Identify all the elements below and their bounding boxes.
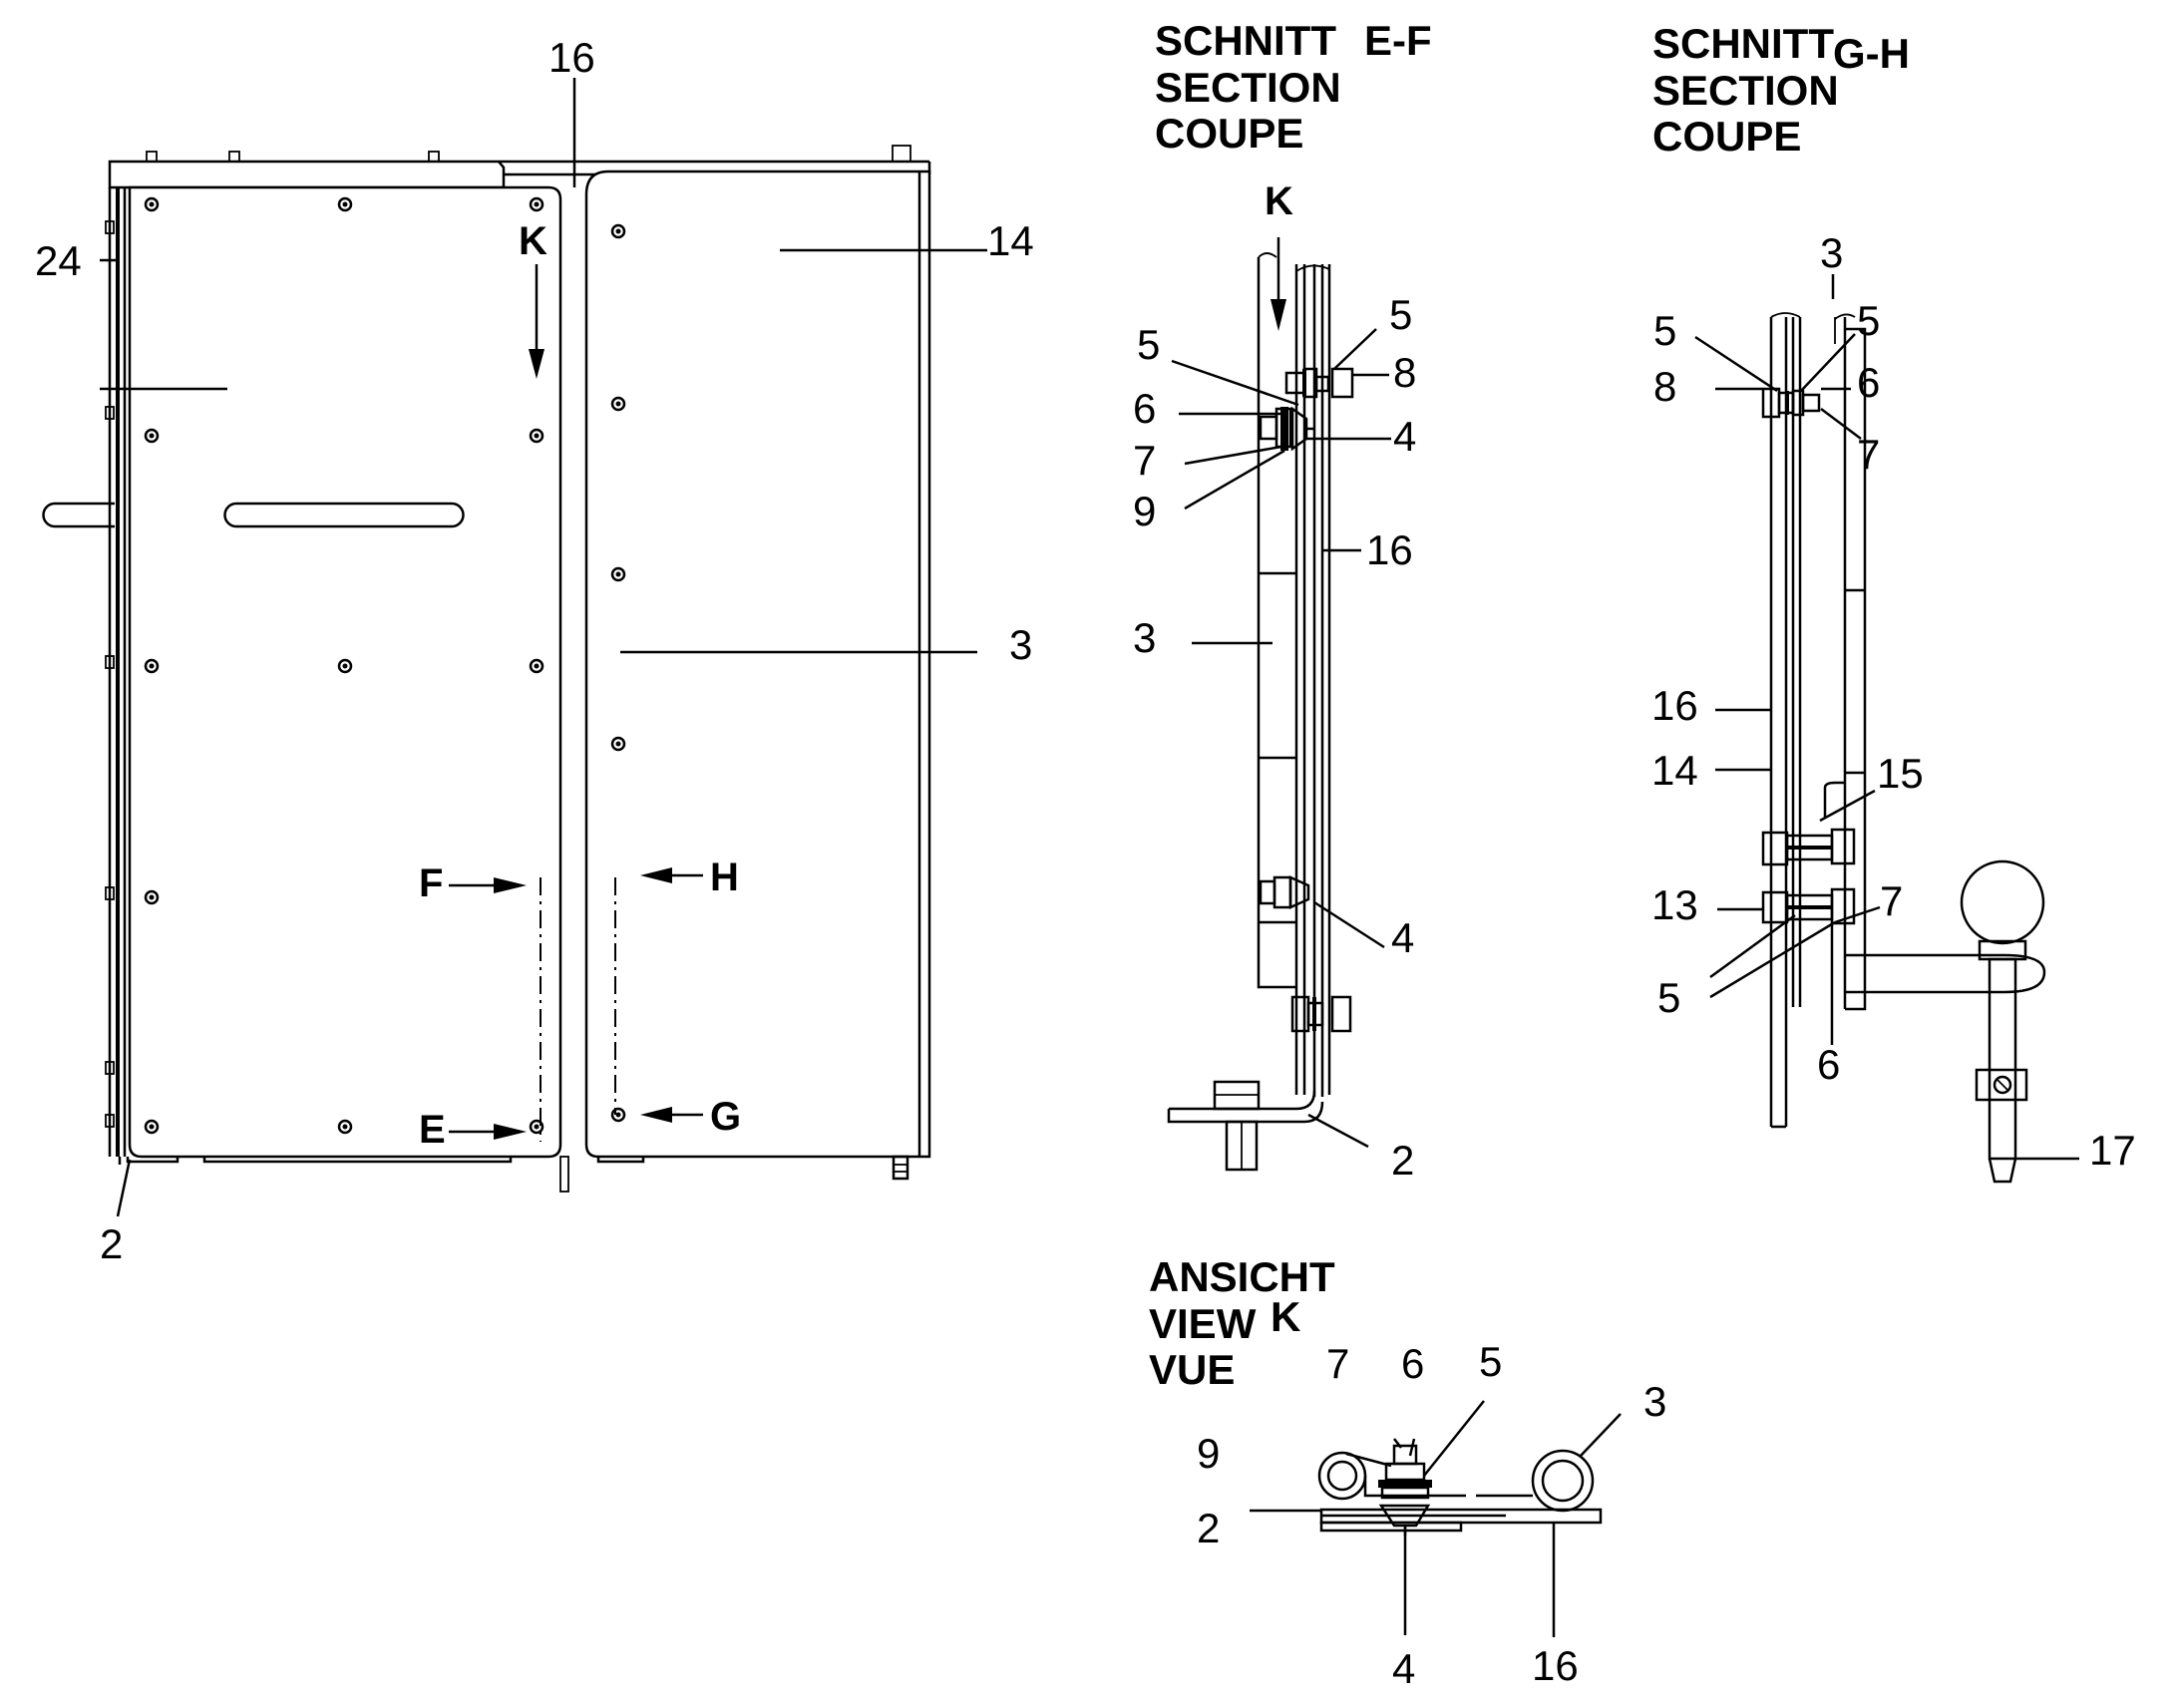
heading-ef-line3: COUPE bbox=[1155, 110, 1303, 157]
heading-k-tag: K bbox=[1271, 1293, 1300, 1340]
ef-callout-5-right: 5 bbox=[1389, 291, 1412, 338]
view-k: ANSICHT VIEW VUE K 7 6 5 bbox=[1149, 1253, 1666, 1692]
heading-ef-line1: SCHNITT bbox=[1155, 17, 1336, 64]
callout-2: 2 bbox=[100, 1220, 123, 1267]
gh-callout-3: 3 bbox=[1820, 229, 1843, 276]
k-callout-9: 9 bbox=[1197, 1430, 1220, 1477]
k-callout-7: 7 bbox=[1326, 1340, 1349, 1387]
k-callout-4: 4 bbox=[1392, 1645, 1415, 1692]
heading-gh-line3: COUPE bbox=[1652, 113, 1801, 160]
bolt-dots bbox=[144, 196, 626, 1135]
heading-k-line3: VUE bbox=[1149, 1346, 1235, 1393]
pin bbox=[1988, 957, 2017, 1161]
callout-14: 14 bbox=[987, 217, 1034, 264]
ef-callout-4-top: 4 bbox=[1393, 413, 1416, 460]
gh-callout-15: 15 bbox=[1877, 750, 1924, 797]
right-door-panel bbox=[584, 170, 931, 1159]
heading-k-line1: ANSICHT bbox=[1149, 1253, 1335, 1300]
gh-callout-6-top: 6 bbox=[1857, 359, 1880, 406]
heading-gh-line1: SCHNITT bbox=[1652, 20, 1834, 67]
main-view: 16 24 14 3 2 K F E H G bbox=[35, 34, 1034, 1267]
gh-callout-7-bottom: 7 bbox=[1880, 877, 1903, 924]
gh-callout-5-left: 5 bbox=[1653, 307, 1676, 354]
gh-callout-7-top: 7 bbox=[1857, 431, 1880, 478]
heading-gh-tag: G-H bbox=[1833, 30, 1910, 77]
k-callout-16: 16 bbox=[1532, 1642, 1579, 1689]
marker-f: F bbox=[419, 861, 443, 905]
marker-k: K bbox=[519, 219, 547, 263]
knob bbox=[1960, 859, 2045, 945]
k-callout-6: 6 bbox=[1401, 1340, 1424, 1387]
callout-24: 24 bbox=[35, 237, 82, 284]
k-callout-5: 5 bbox=[1479, 1338, 1502, 1385]
marker-e: E bbox=[419, 1108, 446, 1152]
ef-callout-2: 2 bbox=[1391, 1137, 1414, 1184]
door-handle bbox=[42, 502, 115, 528]
ef-callout-16: 16 bbox=[1366, 526, 1413, 573]
slot bbox=[223, 502, 465, 528]
ef-callout-4-bottom: 4 bbox=[1391, 914, 1414, 961]
section-gh: SCHNITT SECTION COUPE G-H bbox=[1651, 20, 2136, 1184]
ef-view-marker-k: K bbox=[1265, 179, 1293, 223]
ef-callout-9: 9 bbox=[1133, 488, 1156, 534]
gh-callout-16: 16 bbox=[1651, 682, 1698, 729]
marker-g: G bbox=[710, 1095, 741, 1139]
callout-3: 3 bbox=[1009, 621, 1032, 668]
heading-ef-tag: E-F bbox=[1364, 17, 1432, 64]
heading-gh-line2: SECTION bbox=[1652, 67, 1839, 114]
gh-callout-8: 8 bbox=[1653, 363, 1676, 410]
gh-callout-13: 13 bbox=[1651, 881, 1698, 928]
gh-callout-5-right: 5 bbox=[1857, 297, 1880, 344]
gh-callout-17: 17 bbox=[2089, 1127, 2136, 1174]
ef-callout-6: 6 bbox=[1133, 385, 1156, 432]
k-callout-2: 2 bbox=[1197, 1505, 1220, 1551]
k-callout-3: 3 bbox=[1643, 1378, 1666, 1425]
gh-callout-6-bottom: 6 bbox=[1817, 1041, 1840, 1088]
section-ef: SCHNITT SECTION COUPE E-F K bbox=[1133, 17, 1432, 1184]
gh-callout-14: 14 bbox=[1651, 747, 1698, 794]
ef-callout-7: 7 bbox=[1133, 437, 1156, 484]
ef-callout-3: 3 bbox=[1133, 614, 1156, 661]
top-rail bbox=[108, 160, 506, 189]
marker-h: H bbox=[710, 855, 739, 899]
ef-callout-5-left: 5 bbox=[1137, 321, 1160, 368]
heading-k-line2: VIEW bbox=[1149, 1300, 1257, 1347]
heading-ef-line2: SECTION bbox=[1155, 64, 1341, 111]
callout-16: 16 bbox=[548, 34, 595, 81]
ef-callout-8: 8 bbox=[1393, 349, 1416, 396]
gh-callout-5-bottom: 5 bbox=[1657, 974, 1680, 1021]
